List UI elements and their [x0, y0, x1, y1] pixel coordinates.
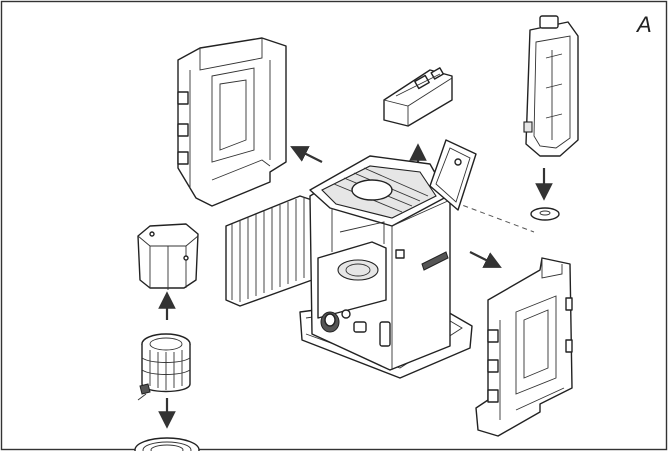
figure-label: A	[637, 12, 652, 37]
arrow-left-panel	[290, 146, 323, 163]
top-lid	[429, 139, 477, 211]
control-box	[383, 67, 453, 127]
control-knob	[320, 311, 340, 333]
right-side-panel	[475, 257, 573, 437]
window-door	[523, 15, 579, 157]
heater-body	[299, 155, 473, 379]
dash-line	[437, 195, 535, 233]
chimney-sleeve	[137, 223, 199, 290]
arrow-right-panel	[469, 251, 502, 268]
base-ring	[134, 437, 200, 451]
left-side-panel	[177, 37, 287, 207]
reflector-panel	[225, 195, 313, 307]
washer-ring	[530, 207, 560, 221]
burner-unit	[137, 333, 191, 401]
